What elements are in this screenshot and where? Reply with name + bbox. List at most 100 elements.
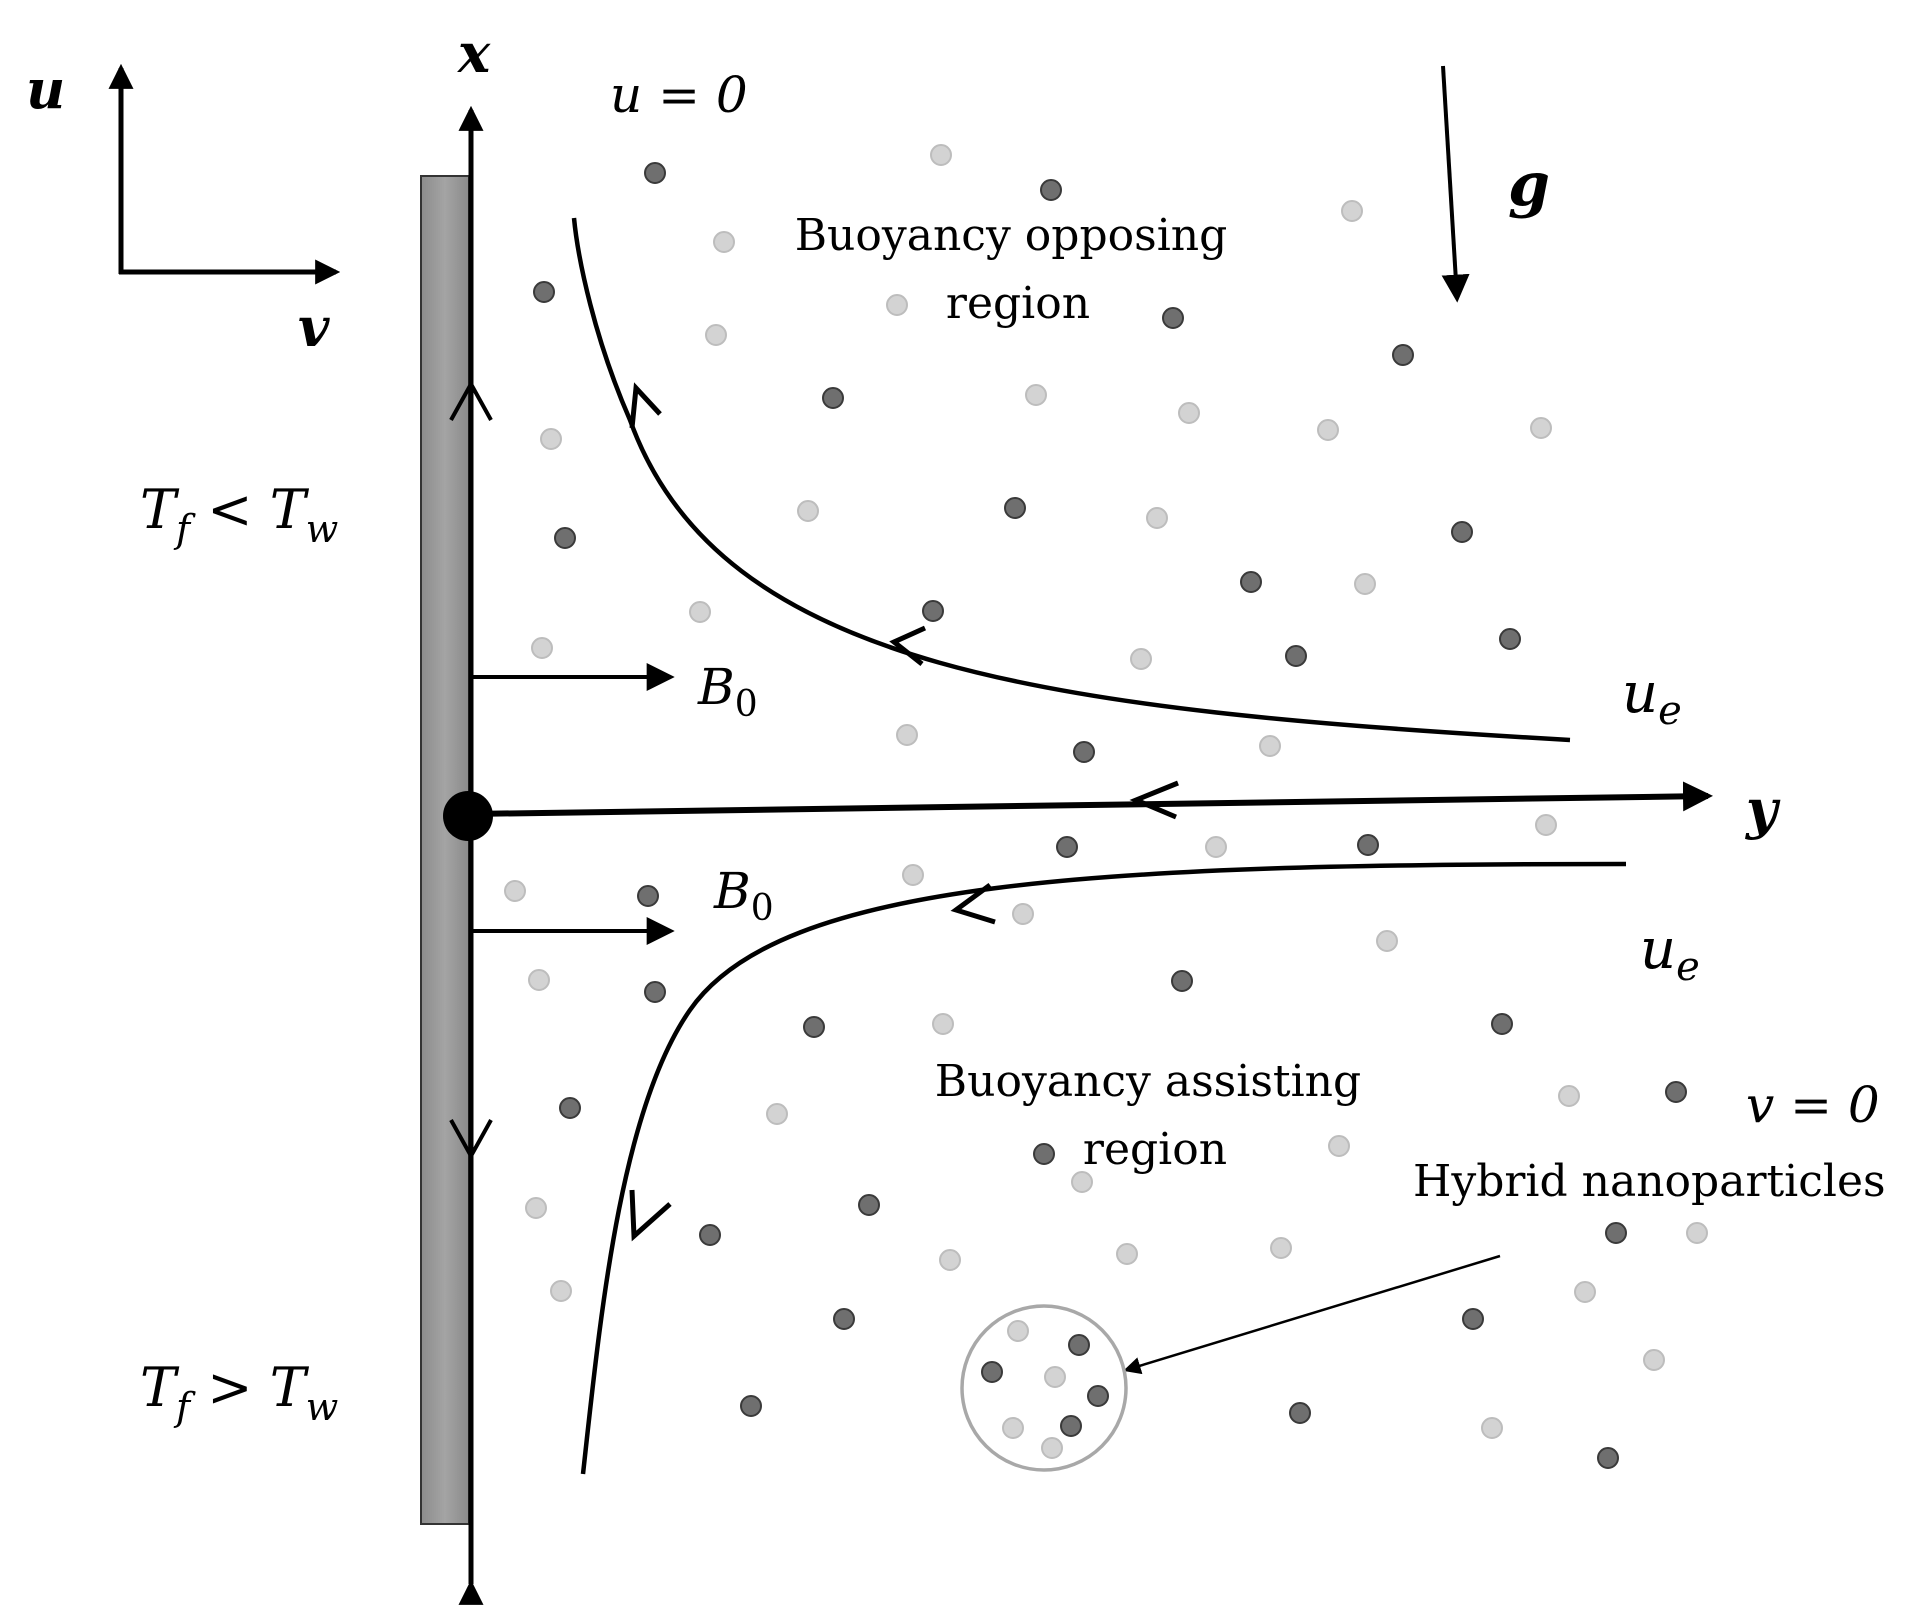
nanoparticle-light (550, 1280, 572, 1302)
nanoparticle-dark (1240, 571, 1262, 593)
nanoparticle-light (1270, 1237, 1292, 1259)
y-axis (469, 781, 1713, 817)
inset-nanoparticle-light (1044, 1366, 1066, 1388)
magnetic-field-label-upper: B0 (697, 658, 758, 725)
nanoparticle-light (1535, 814, 1557, 836)
lower-temperature-condition: Tf > Tw (140, 1356, 338, 1429)
inset-nanoparticle-dark (1060, 1415, 1082, 1437)
nanoparticle-dark (1462, 1308, 1484, 1330)
down-chevron (449, 1119, 493, 1161)
lower-streamline-chevron-upper (950, 882, 996, 925)
nanoparticle-light (1481, 1417, 1503, 1439)
inset-nanoparticles (981, 1320, 1109, 1459)
nanoparticle-light (1328, 1135, 1350, 1157)
nanoparticle-light (1530, 417, 1552, 439)
stretching-plate (420, 175, 470, 1525)
nanoparticle-dark (922, 600, 944, 622)
top-boundary-condition: u = 0 (610, 66, 748, 124)
nanoparticle-dark (1040, 179, 1062, 201)
nanoparticle-light (797, 500, 819, 522)
nanoparticle-dark (1451, 521, 1473, 543)
nanoparticle-light (540, 428, 562, 450)
nanoparticle-dark (644, 162, 666, 184)
gravity-label: g (1508, 150, 1550, 220)
nanoparticle-light (504, 880, 526, 902)
y-axis-inflow-chevron (1129, 780, 1179, 820)
inset-nanoparticle-dark (1087, 1385, 1109, 1407)
nanoparticle-dark (1073, 741, 1095, 763)
nanoparticle-light (902, 864, 924, 886)
inset-nanoparticle-light (1002, 1417, 1024, 1439)
u-label: u (26, 57, 65, 121)
nanoparticle-light (1146, 507, 1168, 529)
nanoparticle-dark (1499, 628, 1521, 650)
nanoparticle-field (504, 144, 1708, 1469)
nanoparticle-dark (554, 527, 576, 549)
nanoparticle-dark (1289, 1402, 1311, 1424)
nanoparticle-dark (1597, 1447, 1619, 1469)
nanoparticle-light (689, 601, 711, 623)
nanoparticle-dark (1665, 1081, 1687, 1103)
nanoparticle-light (1686, 1222, 1708, 1244)
nanoparticle-dark (803, 1016, 825, 1038)
upper-streamline-chevron-lower (889, 625, 927, 666)
nanoparticle-dark (644, 981, 666, 1003)
nanoparticle-light (766, 1103, 788, 1125)
nanoparticle-inset-circle (960, 1304, 1128, 1472)
nanoparticle-light (1574, 1281, 1596, 1303)
upper-streamline (571, 217, 1571, 743)
gravity-arrow (1441, 65, 1470, 303)
nanoparticle-light (1012, 903, 1034, 925)
nanoparticle-dark (1392, 344, 1414, 366)
inset-nanoparticle-dark (981, 1361, 1003, 1383)
free-stream-label-lower: ue (1640, 917, 1700, 990)
nanoparticle-light (930, 144, 952, 166)
y-axis-label: y (1745, 777, 1781, 841)
stagnation-point (443, 791, 493, 841)
lower-streamline-chevron-lower (629, 1189, 672, 1242)
inset-nanoparticle-dark (1068, 1334, 1090, 1356)
nanoparticle-dark (1162, 307, 1184, 329)
nanoparticle-light (1205, 836, 1227, 858)
nanoparticle-light (932, 1013, 954, 1035)
nanoparticle-dark (699, 1224, 721, 1246)
nanoparticle-dark (1056, 836, 1078, 858)
nanoparticle-dark (1491, 1013, 1513, 1035)
nanoparticle-light (886, 294, 908, 316)
nanoparticle-light (1025, 384, 1047, 406)
nanoparticle-dark (559, 1097, 581, 1119)
v-label: v (298, 295, 330, 359)
inset-nanoparticle-light (1041, 1437, 1063, 1459)
nanoparticle-light (1354, 573, 1376, 595)
free-stream-label-upper: ue (1622, 661, 1682, 734)
nanoparticles-pointer-arrow (1123, 1254, 1501, 1375)
nanoparticle-light (705, 324, 727, 346)
nanoparticle-dark (1285, 645, 1307, 667)
magnetic-field-label-lower: B0 (713, 862, 774, 929)
up-chevron (449, 379, 493, 421)
nanoparticle-light (1376, 930, 1398, 952)
assisting-region-label: Buoyancy assisting region (935, 1056, 1375, 1175)
nanoparticle-light (1178, 402, 1200, 424)
nanoparticle-light (1259, 735, 1281, 757)
nanoparticle-dark (1004, 497, 1026, 519)
hybrid-nanoparticles-label: Hybrid nanoparticles (1413, 1156, 1886, 1207)
upper-streamline-chevron-upper (629, 382, 662, 429)
right-boundary-condition: v = 0 (1746, 1076, 1880, 1134)
nanoparticle-light (1341, 200, 1363, 222)
nanoparticle-light (896, 724, 918, 746)
nanoparticle-dark (822, 387, 844, 409)
nanoparticle-dark (1033, 1143, 1055, 1165)
nanoparticle-dark (1171, 970, 1193, 992)
nanoparticle-dark (740, 1395, 762, 1417)
x-axis-label: x (457, 21, 491, 85)
upper-temperature-condition: Tf < Tw (140, 478, 338, 551)
lower-streamline (580, 861, 1627, 1475)
nanoparticle-light (1317, 419, 1339, 441)
nanoparticle-light (531, 637, 553, 659)
nanoparticle-dark (533, 281, 555, 303)
nanoparticle-light (525, 1197, 547, 1219)
nanoparticle-dark (637, 885, 659, 907)
opposing-region-label: Buoyancy opposing region (795, 210, 1242, 329)
